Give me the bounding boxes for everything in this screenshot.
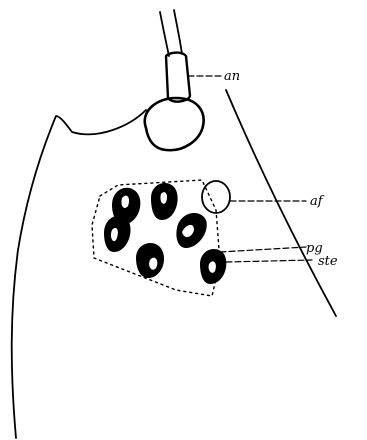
antennal-socket bbox=[145, 98, 204, 150]
body-outline-left bbox=[12, 110, 146, 438]
antenna bbox=[160, 10, 190, 102]
label-af: af bbox=[310, 194, 325, 209]
leader-pg bbox=[220, 247, 306, 252]
label-ste: ste bbox=[318, 254, 338, 269]
label-an: an bbox=[224, 69, 240, 84]
leader-ste bbox=[226, 260, 312, 262]
opening-af bbox=[202, 181, 230, 213]
